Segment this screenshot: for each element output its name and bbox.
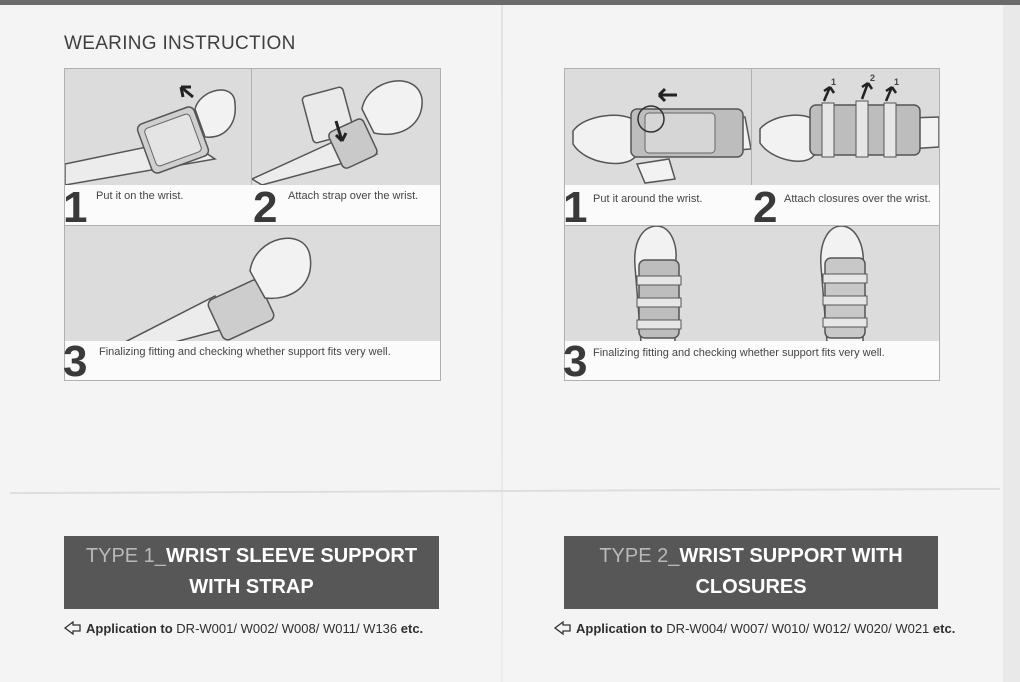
page-edge [1003,5,1020,682]
type-1-application-label: Application to [86,621,173,636]
right-step-3-number: 3 [563,340,587,384]
left-instruction-panel: 1 Put it on the wrist. 2 Attach strap ov… [64,68,441,381]
type-2-title-box: TYPE 2_WRIST SUPPORT WITH CLOSURES [564,536,938,609]
left-step-3-illustration [65,226,440,342]
closure-mark-2: 2 [870,73,875,83]
wrist-brace-illustration [565,69,751,185]
arrow-left-icon [659,89,677,101]
strap-illustration [252,69,440,185]
brace-closures-illustration [752,69,939,185]
application-arrow-icon [64,621,82,635]
left-step-2-caption: Attach strap over the wrist. [288,190,418,202]
left-step-2-illustration [252,69,440,185]
type-1-application: Application to DR-W001/ W002/ W008/ W011… [64,621,423,636]
right-step-2-illustration: 1 2 1 [752,69,939,185]
left-step-1-number: 1 [63,186,87,230]
top-border [0,0,1020,5]
type-1-title-line-1: WRIST SLEEVE SUPPORT [166,545,417,567]
right-step-3-illustration [565,226,939,342]
right-instruction-panel: 1 2 1 1 Put it around the wrist. 2 Attac… [564,68,940,381]
left-step-1-caption: Put it on the wrist. [96,190,183,202]
type-2-application: Application to DR-W004/ W007/ W010/ W012… [554,621,955,636]
left-step-3-number: 3 [63,340,87,384]
closure-mark-1: 1 [831,77,836,87]
right-step-1-number: 1 [563,186,587,230]
type-1-application-models: DR-W001/ W002/ W008/ W011/ W136 [176,621,397,636]
arrow-left-icon [181,87,193,97]
closure-mark-3: 1 [894,77,899,87]
braces-fitted-illustration [565,226,939,342]
type-2-application-label: Application to [576,621,663,636]
page-fold [501,5,503,682]
arrow-up-icon [824,87,834,101]
left-step-2-number: 2 [253,186,277,230]
type-2-title-line-1: WRIST SUPPORT WITH [679,545,902,567]
type-1-application-suffix: etc. [401,621,423,636]
right-step-1-illustration [565,69,751,185]
type-1-prefix: TYPE 1_ [86,545,166,567]
type-2-title-line-2: CLOSURES [564,572,938,603]
page-title: WEARING INSTRUCTION [64,33,296,55]
fitted-sleeve-illustration [65,226,440,342]
type-2-application-models: DR-W004/ W007/ W010/ W012/ W020/ W021 [666,621,929,636]
left-step-3-caption: Finalizing fitting and checking whether … [99,346,391,358]
type-1-title-line-2: WITH STRAP [64,572,439,603]
application-arrow-icon [554,621,572,635]
type-1-title-box: TYPE 1_WRIST SLEEVE SUPPORT WITH STRAP [64,536,439,609]
arrow-up-icon [886,87,896,101]
left-step-1-illustration [65,69,251,185]
right-step-2-caption: Attach closures over the wrist. [784,193,931,205]
right-step-3-caption: Finalizing fitting and checking whether … [593,347,885,359]
page-crease [10,488,1000,494]
arrow-up-icon [862,83,872,99]
right-step-2-number: 2 [753,186,777,230]
wrist-sleeve-illustration [65,69,251,185]
type-2-application-suffix: etc. [933,621,955,636]
right-step-1-caption: Put it around the wrist. [593,193,702,205]
type-2-prefix: TYPE 2_ [599,545,679,567]
